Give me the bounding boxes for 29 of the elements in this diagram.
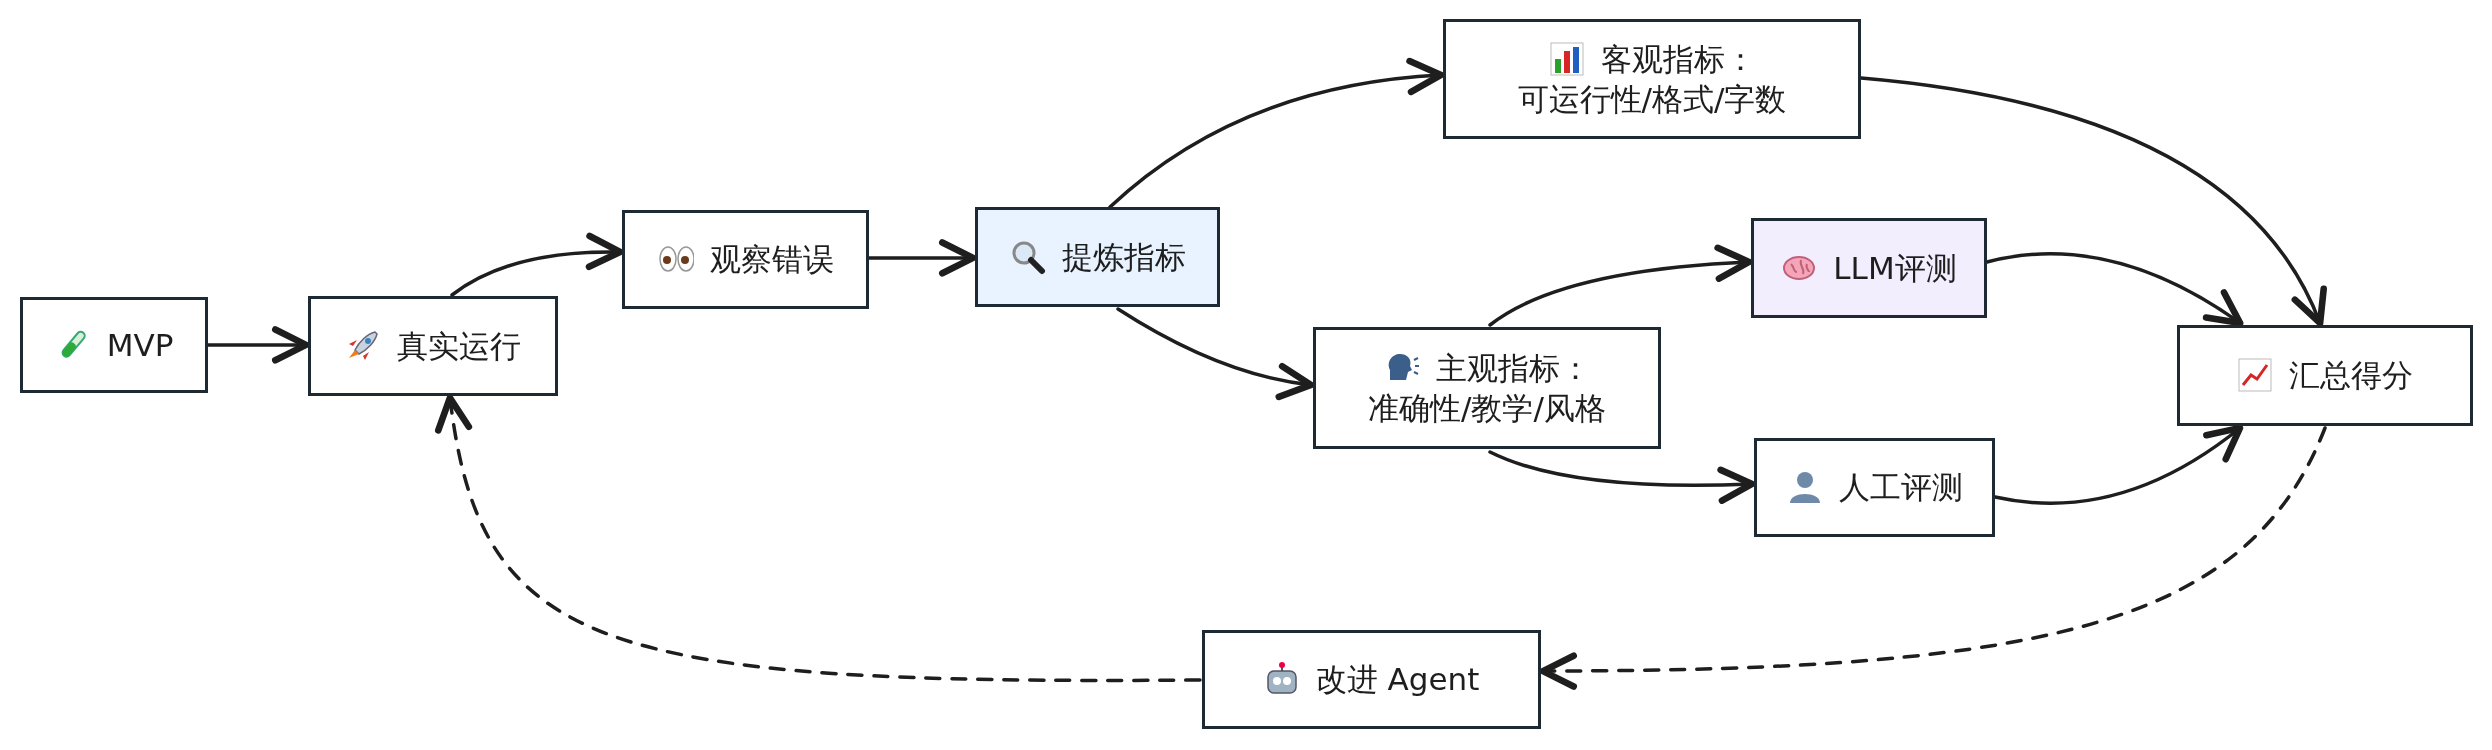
node-label: 真实运行	[397, 326, 521, 366]
arrow	[1108, 60, 1443, 209]
arrow	[1541, 426, 2327, 688]
node-label: 人工评测	[1838, 468, 1963, 508]
arrow	[1993, 426, 2242, 505]
node-label: 改进 Agent	[1315, 660, 1480, 700]
process-box	[1313, 327, 1661, 449]
process-box	[1754, 438, 1995, 537]
process-box	[2177, 325, 2473, 426]
node-label: 客观指标：	[1600, 39, 1756, 79]
node-label: 主观指标：	[1435, 348, 1591, 388]
process-box	[20, 297, 208, 393]
process-box	[308, 296, 558, 396]
process-box	[975, 207, 1220, 307]
process-box	[1202, 630, 1541, 729]
node-label: 汇总得分	[2289, 356, 2413, 396]
arrow	[206, 328, 308, 362]
arrow	[450, 235, 622, 297]
node-label: 观察错误	[709, 240, 834, 280]
arrow	[1488, 246, 1751, 327]
arrow	[1488, 450, 1754, 502]
arrow	[867, 241, 975, 275]
node-label: 准确性/教学/风格	[1368, 389, 1606, 428]
process-box	[1443, 19, 1861, 139]
node-label: 提炼指标	[1061, 237, 1186, 277]
node-label: MVP	[106, 325, 174, 365]
process-box	[622, 210, 869, 309]
arrow	[1116, 307, 1313, 398]
node-label: 可运行性/格式/字数	[1517, 80, 1787, 119]
